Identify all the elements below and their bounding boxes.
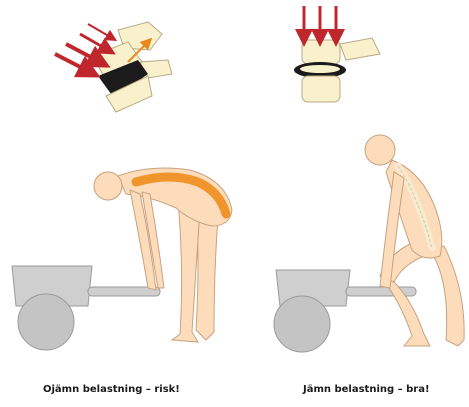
caption-even-load: Jämn belastning – bra!: [303, 384, 430, 395]
load-arrow-1: [55, 54, 90, 72]
load-arrow-3: [80, 34, 108, 50]
vertebra-uneven: [55, 22, 172, 112]
cart-left: [12, 266, 160, 350]
leg-back: [430, 246, 464, 346]
cart-wheel: [18, 294, 74, 350]
head: [365, 135, 395, 165]
caption-uneven-load: Ojämn belastning – risk!: [43, 384, 180, 395]
person-straight-back: [365, 135, 464, 346]
head: [94, 172, 122, 200]
cart-handle: [346, 287, 416, 296]
load-arrow-4: [88, 24, 112, 38]
vertebra-body-upper: [302, 40, 340, 64]
vertebra-process: [340, 38, 380, 60]
person-bent-back: [94, 168, 232, 342]
cart-wheel: [274, 296, 330, 352]
disc-even-highlight: [300, 65, 340, 73]
leg-back: [196, 212, 218, 340]
load-arrow-2: [66, 44, 100, 62]
vertebra-even: [294, 6, 380, 102]
vertebra-body-lower: [302, 76, 340, 102]
